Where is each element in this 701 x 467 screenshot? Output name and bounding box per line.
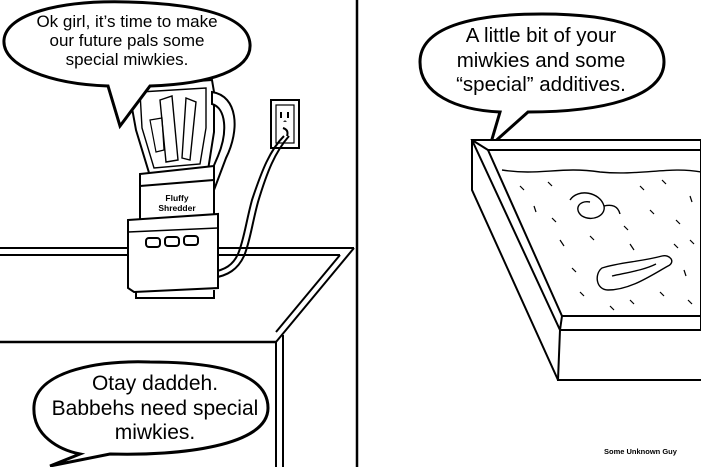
speech-line: Ok girl, it’s time to make	[36, 12, 218, 31]
speech-line: miwkies.	[114, 421, 196, 445]
blender-brand-line: Shredder	[158, 202, 196, 213]
speech-text-right: A little bit of your miwkies and some “s…	[425, 24, 657, 98]
litter-tray	[470, 139, 701, 381]
speech-text-bottom-left: Otay daddeh. Babbehs need special miwkie…	[42, 372, 268, 446]
speech-line: special miwkies.	[65, 50, 189, 70]
speech-bubble-2	[418, 12, 666, 151]
blender-cord	[211, 127, 290, 279]
blender-brand-line: Fluffy	[165, 193, 189, 203]
speech-line: our future pals some	[49, 31, 205, 51]
speech-line: Babbehs need special	[51, 396, 259, 420]
tray-specks	[519, 179, 695, 311]
speech-line: A little bit of your	[465, 24, 617, 47]
speech-line: Otay daddeh.	[91, 372, 219, 395]
speech-bubble-1	[2, 0, 252, 130]
blender-brand-label: Fluffy Shredder	[142, 193, 212, 214]
speech-line: “special” additives.	[456, 73, 626, 97]
blender	[126, 78, 236, 299]
speech-text-top-left: Ok girl, it’s time to make our future pa…	[8, 12, 246, 69]
artist-credit: Some Unknown Guy	[604, 447, 677, 456]
tray-contents	[569, 192, 673, 291]
panel-borders	[0, 0, 359, 467]
speech-bubble-3	[32, 360, 270, 467]
speech-line: miwkies and some	[456, 48, 626, 72]
